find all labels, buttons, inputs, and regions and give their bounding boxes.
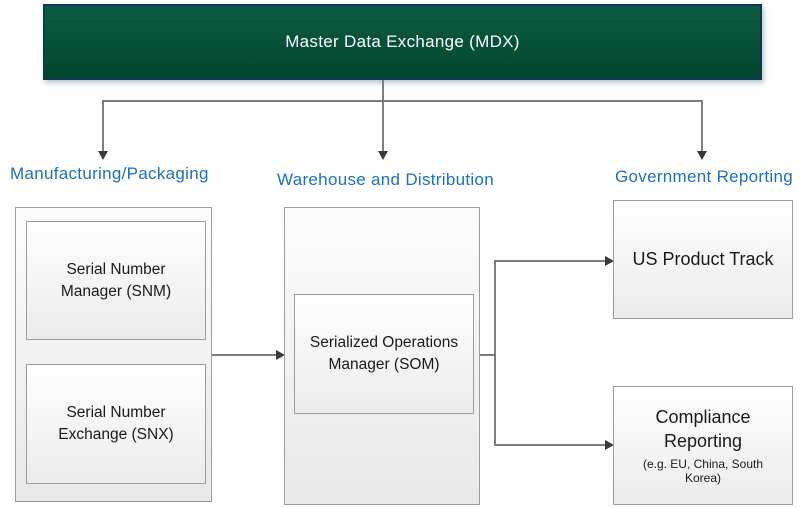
mdx-root-box: Master Data Exchange (MDX)	[43, 4, 762, 80]
connector-warehouse-stub	[480, 354, 495, 356]
heading-manufacturing-packaging: Manufacturing/Packaging	[10, 164, 209, 183]
heading-warehouse-distribution: Warehouse and Distribution	[277, 170, 494, 189]
snm-label: Serial Number Manager (SNM)	[60, 260, 172, 300]
us-product-track-label: US Product Track	[632, 248, 774, 269]
connector-branch-bottom	[494, 444, 605, 446]
heading-government-reporting: Government Reporting	[615, 167, 793, 186]
mdx-root-label: Master Data Exchange (MDX)	[285, 32, 520, 51]
compliance-reporting-box: Compliance Reporting (e.g. EU, China, So…	[613, 386, 793, 505]
connector-manufacturing-to-warehouse	[212, 354, 276, 356]
connector-branch-vertical	[494, 260, 496, 446]
connector-drop-right	[701, 100, 703, 152]
arrowhead-down-middle-icon	[378, 151, 388, 160]
compliance-reporting-subtitle: (e.g. EU, China, South Korea)	[642, 456, 764, 485]
som-label: Serialized Operations Manager (SOM)	[309, 334, 459, 373]
connector-trunk-vertical	[382, 80, 384, 152]
connector-branch-top	[494, 260, 605, 262]
som-box: Serialized Operations Manager (SOM)	[294, 294, 474, 414]
compliance-reporting-label: Compliance Reporting	[655, 407, 751, 451]
arrowhead-right-warehouse-icon	[276, 350, 285, 360]
snm-box: Serial Number Manager (SNM)	[26, 221, 206, 340]
arrowhead-down-left-icon	[98, 151, 108, 160]
us-product-track-box: US Product Track	[613, 200, 793, 319]
arrowhead-right-us-product-track-icon	[605, 256, 614, 266]
arrowhead-right-compliance-icon	[605, 440, 614, 450]
connector-distribution-horizontal	[102, 100, 703, 102]
snx-label: Serial Number Exchange (SNX)	[58, 404, 174, 443]
snx-box: Serial Number Exchange (SNX)	[26, 364, 206, 484]
arrowhead-down-right-icon	[697, 151, 707, 160]
connector-drop-left	[102, 100, 104, 152]
